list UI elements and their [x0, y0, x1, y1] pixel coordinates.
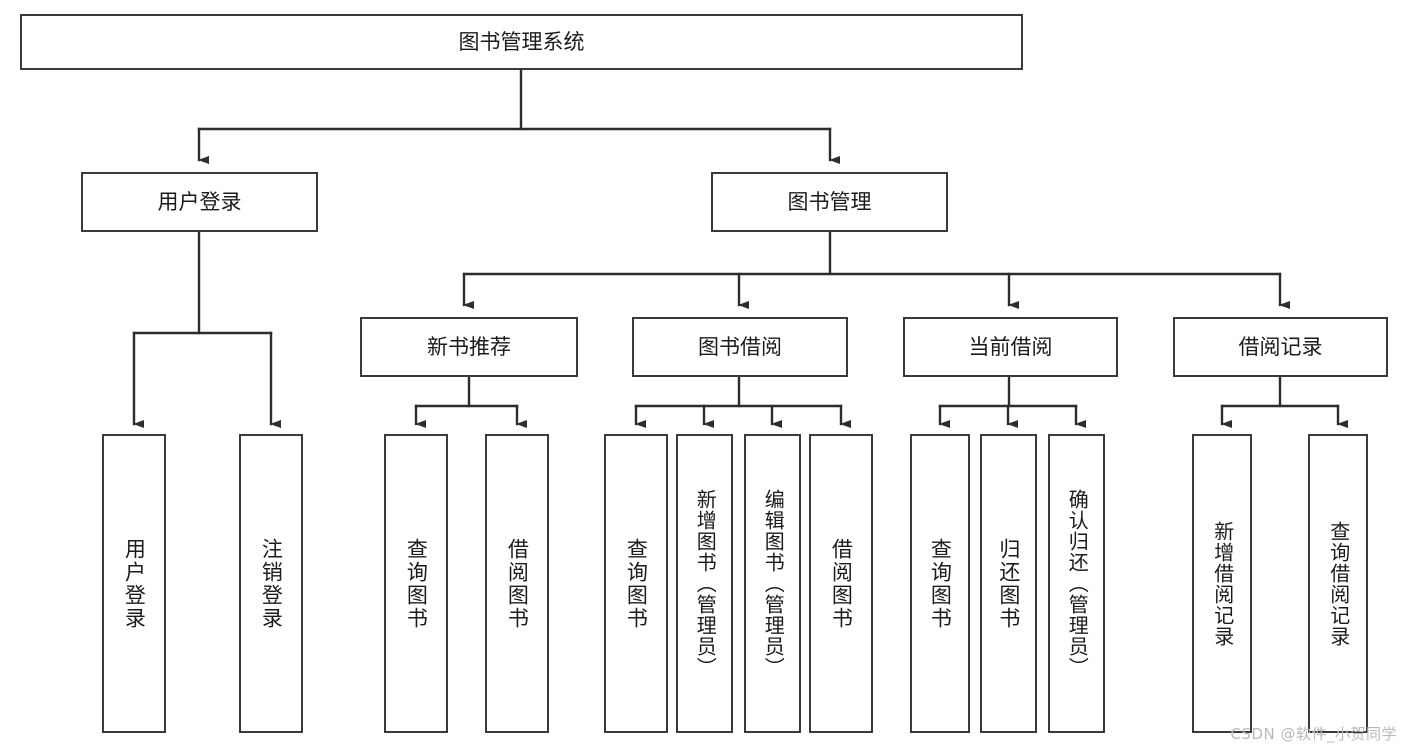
leaf-user-login-logout[interactable]: 注销登录	[239, 434, 303, 733]
leaf-book-borrow-borrow-book[interactable]: 借阅图书	[809, 434, 873, 733]
node-label: 新增借阅记录	[1210, 520, 1235, 647]
node-label: 图书管理系统	[458, 29, 585, 54]
node-label: 借阅图书	[505, 537, 530, 630]
node-label: 用户登录	[122, 537, 147, 630]
node-label: 图书管理	[787, 189, 872, 214]
node-label: 查询图书	[928, 537, 953, 630]
leaf-new-book-borrow-book[interactable]: 借阅图书	[485, 434, 549, 733]
node-label: 查询图书	[404, 537, 429, 630]
node-label: 用户登录	[157, 189, 242, 214]
leaf-user-login-login[interactable]: 用户登录	[102, 434, 166, 733]
leaf-book-borrow-edit-book[interactable]: 编辑图书（管理员）	[744, 434, 801, 733]
node-label: 查询借阅记录	[1326, 520, 1351, 647]
node-label: 新增图书（管理员）	[693, 489, 718, 678]
node-label: 编辑图书（管理员）	[761, 489, 786, 678]
node-label: 当前借阅	[968, 334, 1053, 359]
node-label: 注销登录	[259, 537, 284, 630]
leaf-current-borrow-confirm-return[interactable]: 确认归还（管理员）	[1048, 434, 1105, 733]
node-label: 新书推荐	[427, 334, 511, 359]
leaf-book-borrow-query-book[interactable]: 查询图书	[604, 434, 668, 733]
leaf-new-book-query-book[interactable]: 查询图书	[384, 434, 448, 733]
node-label: 查询图书	[624, 537, 649, 630]
node-book-management[interactable]: 图书管理	[711, 172, 948, 232]
node-current-borrow[interactable]: 当前借阅	[903, 317, 1118, 377]
node-book-borrow[interactable]: 图书借阅	[632, 317, 848, 377]
node-label: 借阅图书	[829, 537, 854, 630]
leaf-book-borrow-add-book[interactable]: 新增图书（管理员）	[676, 434, 733, 733]
leaf-borrow-record-add-record[interactable]: 新增借阅记录	[1192, 434, 1252, 733]
leaf-borrow-record-query-record[interactable]: 查询借阅记录	[1308, 434, 1368, 733]
node-new-book-recommend[interactable]: 新书推荐	[360, 317, 578, 377]
node-label: 图书借阅	[698, 334, 782, 359]
node-label: 归还图书	[996, 537, 1021, 630]
node-borrow-record[interactable]: 借阅记录	[1173, 317, 1388, 377]
csdn-watermark: CSDN @软件_小贺同学	[1230, 725, 1397, 743]
node-root-system[interactable]: 图书管理系统	[20, 14, 1023, 70]
node-label: 确认归还（管理员）	[1065, 489, 1090, 678]
leaf-current-borrow-return-book[interactable]: 归还图书	[980, 434, 1037, 733]
node-user-login[interactable]: 用户登录	[81, 172, 318, 232]
leaf-current-borrow-query-book[interactable]: 查询图书	[910, 434, 970, 733]
node-label: 借阅记录	[1238, 334, 1323, 359]
